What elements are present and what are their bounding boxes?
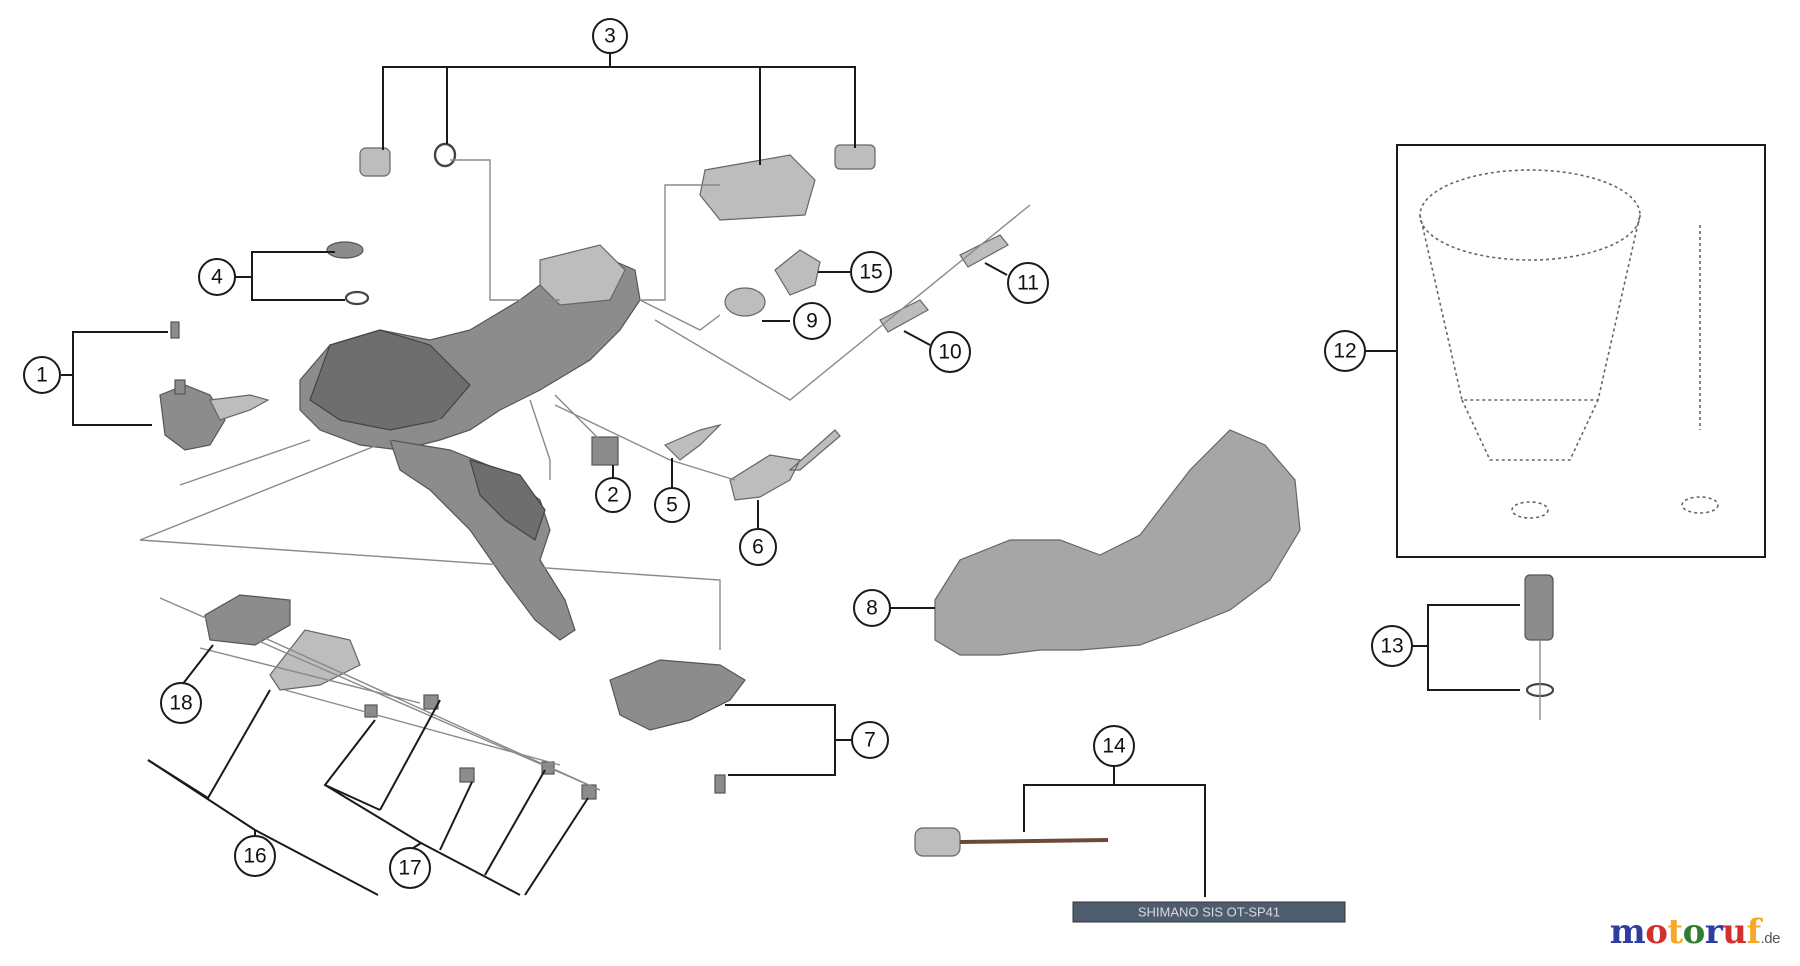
callout-8: 8 [853,589,891,627]
callout-leader-lines [61,52,1520,897]
part-8-hood [934,429,1301,656]
callout-13: 13 [1371,625,1413,667]
svg-text:6: 6 [752,536,764,559]
svg-text:11: 11 [1017,272,1039,295]
part-11-ferrule [959,234,1009,268]
part-16-bracket [269,629,361,691]
lever-body-part [299,244,641,641]
callout-14: 14 [1093,725,1135,767]
callout-17: 17 [389,847,431,889]
part-12-bleed-kit [1396,144,1766,558]
svg-text:15: 15 [859,261,882,284]
part-18-bracket [204,594,291,646]
callout-1: 1 [23,356,61,394]
part-6-lever-plate [729,429,841,501]
callout-9: 9 [793,302,831,340]
callout-7: 7 [851,721,889,759]
watermark-letter: m [1609,912,1646,952]
svg-text:1: 1 [36,364,48,387]
svg-text:9: 9 [806,310,818,333]
svg-text:14: 14 [1102,735,1126,758]
callout-15: 15 [850,251,892,293]
svg-text:7: 7 [864,729,876,752]
callout-6: 6 [739,528,777,566]
part-15-adjuster [774,249,821,296]
watermark-logo: motoruf.de [1609,912,1781,952]
watermark-letter: o [1645,912,1668,952]
part-13-bleed-spacer [1524,574,1555,720]
callout-18: 18 [160,682,202,724]
part-5-spring [663,423,722,461]
part-4-cap [326,241,370,306]
svg-text:16: 16 [243,845,266,868]
cable-housing [1072,901,1346,923]
callout-5: 5 [654,487,690,523]
watermark-letter: u [1722,912,1747,952]
svg-text:4: 4 [211,266,223,289]
svg-text:12: 12 [1333,340,1356,363]
svg-text:17: 17 [398,857,421,880]
svg-text:18: 18 [169,692,192,715]
svg-text:3: 3 [604,25,616,48]
callout-10: 10 [929,331,971,373]
callout-16: 16 [234,835,276,877]
watermark-letter: o [1682,912,1706,952]
watermark-letter: f [1746,912,1762,952]
cable-housing-label: SHIMANO SIS OT-SP41 [1138,905,1280,920]
watermark-suffix: .de [1760,930,1781,947]
part-14-cable: SHIMANO SIS OT-SP41 [914,827,1346,923]
assembly-guide-lines [139,159,1031,791]
svg-text:2: 2 [607,484,619,507]
callout-4: 4 [198,258,236,296]
callout-12: 12 [1324,330,1366,372]
callout-11: 11 [1007,262,1049,304]
part-7-bottom-cover [609,659,746,794]
part-17-bolts [364,694,597,800]
part-2 [591,436,619,466]
watermark-letter: r [1704,912,1723,952]
part-10-ferrule [879,299,929,333]
watermark-letter: t [1667,912,1683,952]
svg-text:8: 8 [866,597,878,620]
svg-text:10: 10 [938,341,961,364]
callout-2: 2 [595,477,631,513]
part-1-cover [159,321,270,451]
callout-3: 3 [592,18,628,54]
svg-text:13: 13 [1380,635,1403,658]
svg-text:5: 5 [666,494,678,517]
part-9-bushing [724,287,766,317]
part-3-clamp-set [359,142,876,221]
